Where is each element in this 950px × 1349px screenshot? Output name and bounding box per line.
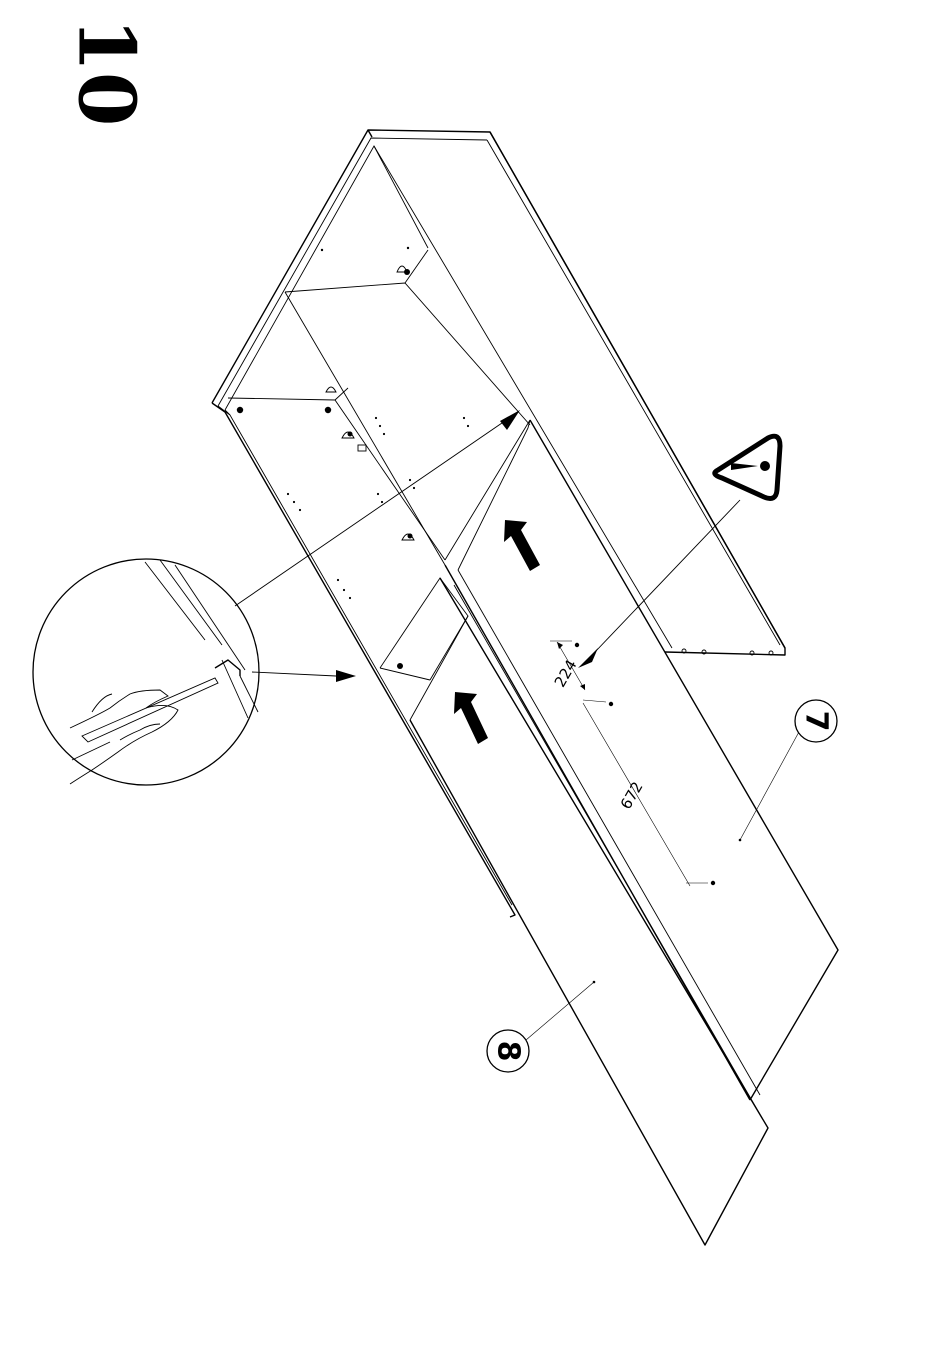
part-label-7: 7: [740, 700, 837, 840]
step-number: 10: [61, 18, 152, 127]
nail-positions: [550, 641, 715, 886]
slide-arrow-icon-2: [454, 692, 488, 744]
part-number-8: 8: [491, 1041, 526, 1062]
detail-magnifier: [33, 410, 520, 785]
back-panel-7: [445, 420, 838, 1100]
dimension-672: 672: [617, 779, 647, 813]
slide-arrow-icon: [504, 520, 540, 571]
dimension-224: 224: [551, 657, 581, 691]
part-number-7: 7: [799, 711, 834, 732]
cabinet-carcass: [212, 130, 785, 917]
part-label-8: 8: [487, 982, 594, 1072]
back-panel-8: [410, 578, 768, 1245]
